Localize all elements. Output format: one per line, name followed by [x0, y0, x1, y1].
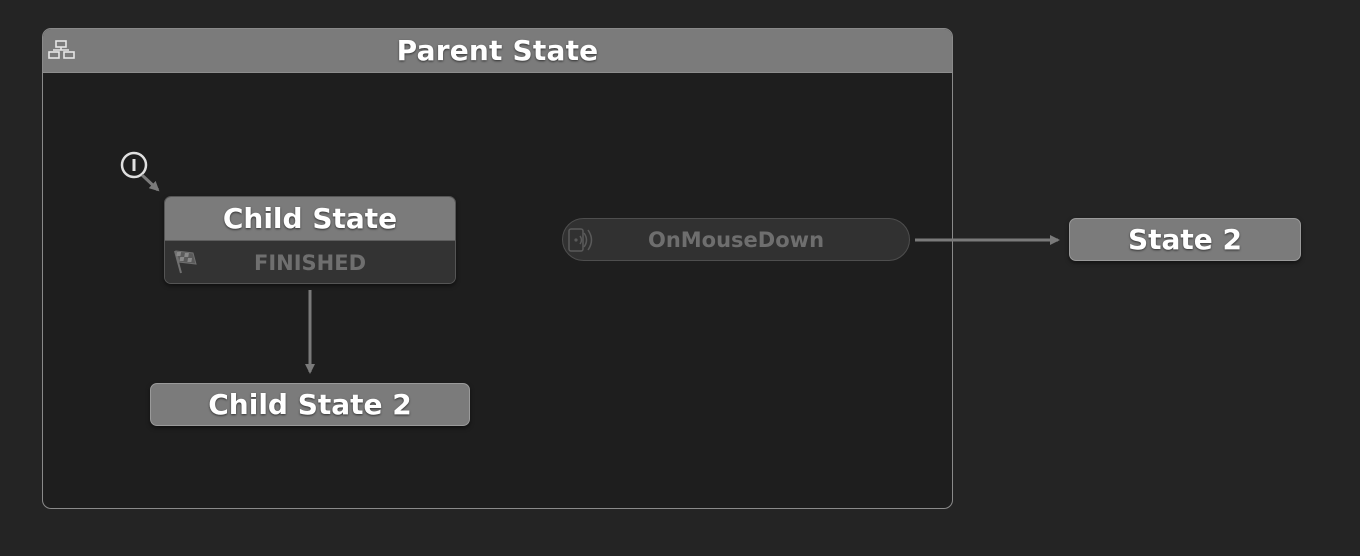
parent-state-title: Parent State: [396, 34, 599, 67]
state-2-title: State 2: [1127, 223, 1243, 256]
global-event-label: OnMouseDown: [647, 227, 825, 252]
child-state-2-title: Child State 2: [208, 388, 412, 421]
checkered-flag-icon: [174, 250, 197, 274]
child-state-2-node[interactable]: Child State 2: [150, 383, 470, 426]
start-state-icon[interactable]: [120, 151, 148, 179]
child-state-title: Child State: [165, 197, 455, 241]
hierarchy-icon[interactable]: [48, 39, 76, 61]
global-transition-onmousedown[interactable]: OnMouseDown: [562, 218, 910, 261]
child-state-node[interactable]: Child State FINISHED: [164, 196, 456, 284]
state-2-node[interactable]: State 2: [1069, 218, 1301, 261]
transition-event-finished[interactable]: FINISHED: [165, 241, 455, 283]
transition-event-label: FINISHED: [253, 251, 367, 275]
broadcast-icon: [568, 228, 593, 252]
parent-state-header[interactable]: Parent State: [43, 29, 952, 73]
